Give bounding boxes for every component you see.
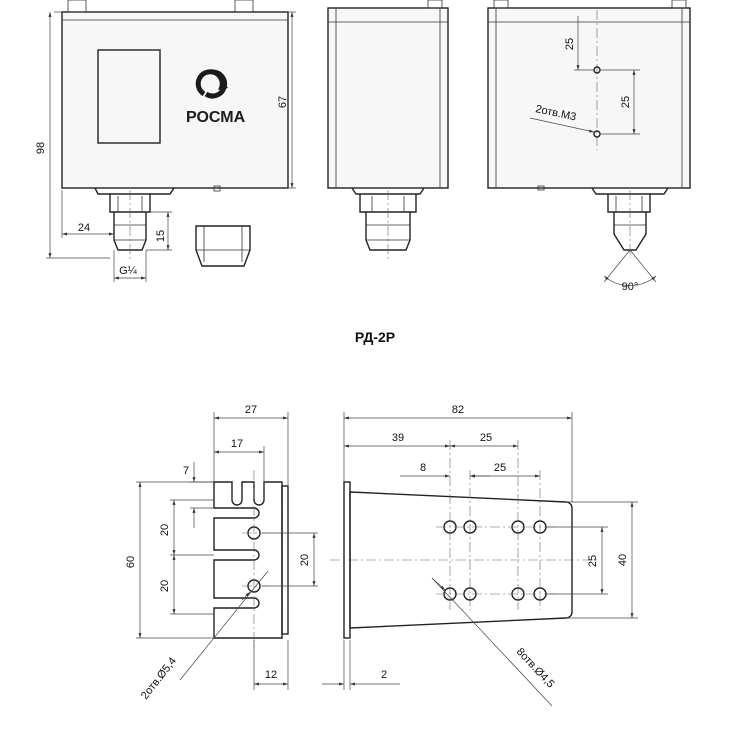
dim-plan-thickness: 2 <box>381 669 387 681</box>
dim-fitting-height: 15 <box>155 230 167 242</box>
brand-name: РОСМА <box>186 109 246 126</box>
cover-window <box>97 49 161 144</box>
base-plate <box>94 187 175 195</box>
front-view: РОСМА 98 67 24 <box>35 0 296 282</box>
fitting-hex-rear <box>607 194 651 213</box>
dim-thread: G¼ <box>119 265 138 277</box>
dim-pitch-center: 20 <box>299 554 311 566</box>
dim-offset-bottom: 12 <box>265 669 277 681</box>
note-plan-holes: 8отв.Ø4,5 <box>514 646 557 691</box>
dim-plan-width: 40 <box>617 554 629 566</box>
dim-rear-spacing-holes: 25 <box>620 96 632 108</box>
top-screw <box>234 0 254 13</box>
dim-plan-hole-width: 25 <box>587 555 599 567</box>
drawing-title: РД-2Р <box>355 329 395 345</box>
relay-body-side <box>327 7 449 189</box>
bracket-flange <box>281 485 289 635</box>
relay-body <box>61 11 289 189</box>
dim-bracket-width: 27 <box>245 404 257 416</box>
dim-nut-width: 24 <box>78 222 90 234</box>
dim-slot-width: 7 <box>183 465 189 477</box>
rosma-logo: РОСМА <box>186 69 246 126</box>
dim-cone-angle: 90° <box>622 281 639 293</box>
dim-slot-depth: 17 <box>231 438 243 450</box>
dim-height-total: 98 <box>35 142 47 154</box>
dim-plan-pitch-top: 25 <box>480 432 492 444</box>
side-view <box>327 0 449 262</box>
bracket-outline <box>213 481 283 639</box>
dim-plan-pitch-inner: 25 <box>494 462 506 474</box>
dim-plan-length: 82 <box>452 404 464 416</box>
bracket-plan-view: 82 39 25 8 25 25 40 2 8отв.Ø4,5 <box>322 404 638 707</box>
dim-plan-offset-left: 39 <box>392 432 404 444</box>
bracket-side-view: 27 17 7 20 20 60 20 12 <box>125 404 318 702</box>
note-bracket-side-holes: 2отв.Ø5,4 <box>139 655 179 702</box>
dim-pitch-1: 20 <box>159 524 171 536</box>
dim-pitch-2: 20 <box>159 580 171 592</box>
rear-view: 25 25 2отв.М3 90° <box>487 0 691 293</box>
dim-height-body: 67 <box>277 96 289 108</box>
dim-plan-offset-small: 8 <box>420 462 426 474</box>
dim-rear-spacing-top: 25 <box>564 38 576 50</box>
top-screw <box>67 0 87 13</box>
dim-bracket-height: 60 <box>125 556 137 568</box>
adapter-nut <box>195 225 251 267</box>
relay-body-rear <box>487 7 691 189</box>
